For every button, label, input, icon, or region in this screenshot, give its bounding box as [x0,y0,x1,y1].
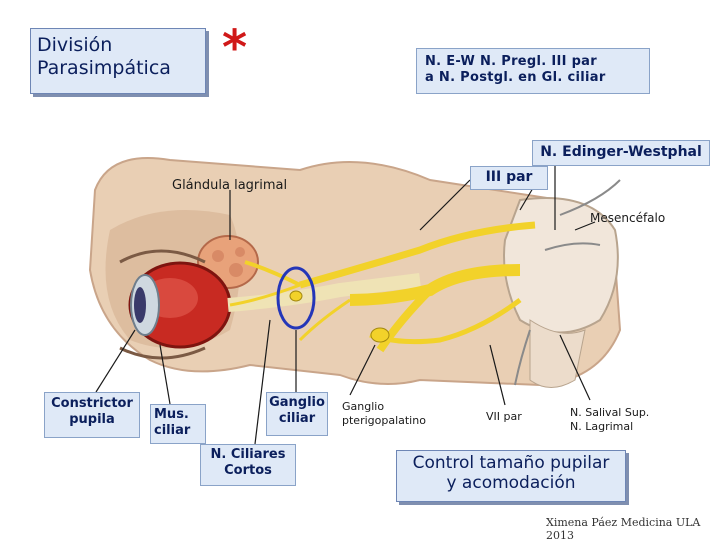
iii-par-label: III par [470,166,548,190]
function-summary-box: Control tamaño pupilar y acomodación [396,450,626,502]
facial-nerve [369,297,522,345]
ciliary-muscle-label: Mus. ciliar [150,404,206,444]
vii-par-label: VII par [486,410,522,423]
salivatory-nucleus-label: N. Salival Sup. N. Lagrimal [570,406,649,435]
maxillary-branch [376,287,433,353]
page-title-line1: División Parasimpática [37,34,171,79]
control-line1: Control tamaño pupilar [412,453,610,473]
pterygopalatine-ganglion-label: Ganglio pterigopalatino [342,400,426,429]
ciliares-line1: N. Ciliares [210,447,286,462]
control-line2: y acomodación [446,473,576,494]
edinger-westphal-label: N. Edinger-Westphal [532,140,710,166]
pathway-note-line2: a N. Postgl. en Gl. ciliar [425,69,606,85]
lacrimal-nerve [244,260,301,287]
author-credit: Ximena Páez Medicina ULA 2013 [546,516,701,542]
asterisk-marker: * [222,20,248,76]
ganglio-line1: Ganglio [269,395,325,410]
ptg-line1: Ganglio [342,400,385,413]
constrictor-pupil-label: Constrictor pupila [44,392,140,438]
brainstem [529,319,586,388]
short-ciliary-nerves-label: N. Ciliares Cortos [200,444,296,486]
ciliary-ganglion [289,290,303,302]
ciliary-ganglion-label: Ganglio ciliar [266,392,328,436]
pterygopalatine-ganglion [370,327,390,343]
oculomotor-nerve [299,221,536,289]
pathway-note-line1: N. E-W N. Pregl. III par [425,54,597,69]
mus-line2: ciliar [154,422,191,438]
salival-line2: N. Lagrimal [570,420,634,434]
salival-line1: N. Salival Sup. [570,406,650,419]
mesencephalon [503,197,619,334]
title-box: División Parasimpática [30,28,206,94]
ciliary-ganglion-ring [276,266,316,330]
ganglio-line2: ciliar [278,410,316,426]
mesencephalon-label: Mesencéfalo [590,211,666,225]
pathway-note-box: N. E-W N. Pregl. III par a N. Postgl. en… [416,48,650,94]
ptg-line2: pterigopalatino [342,414,426,428]
lacrimal-gland-label: Glándula lagrimal [172,178,288,193]
mus-line1: Mus. [154,407,189,422]
constrictor-line2: pupila [69,411,115,427]
ciliares-line2: Cortos [224,462,272,478]
constrictor-line1: Constrictor [51,396,133,411]
